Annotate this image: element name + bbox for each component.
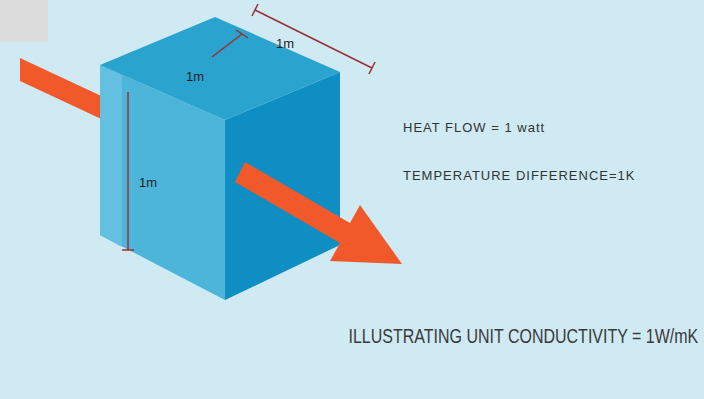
heat-arrow-out [235,162,402,264]
dimension-label: 1m [139,176,157,191]
dimension-lines [122,4,375,250]
dimension-label: 1m [186,70,204,85]
cube-top-face [100,17,340,120]
dimension-label: 1m [276,37,294,52]
heat-arrow-in [20,58,112,124]
cube-highlight [100,65,122,247]
annotation-text: HEAT FLOW = 1 watt [403,121,545,136]
caption: ILLUSTRATING UNIT CONDUCTIVITY = 1W/mK [348,325,698,348]
corner-patch [0,0,48,42]
annotation-text: TEMPERATURE DIFFERENCE=1K [403,169,635,184]
